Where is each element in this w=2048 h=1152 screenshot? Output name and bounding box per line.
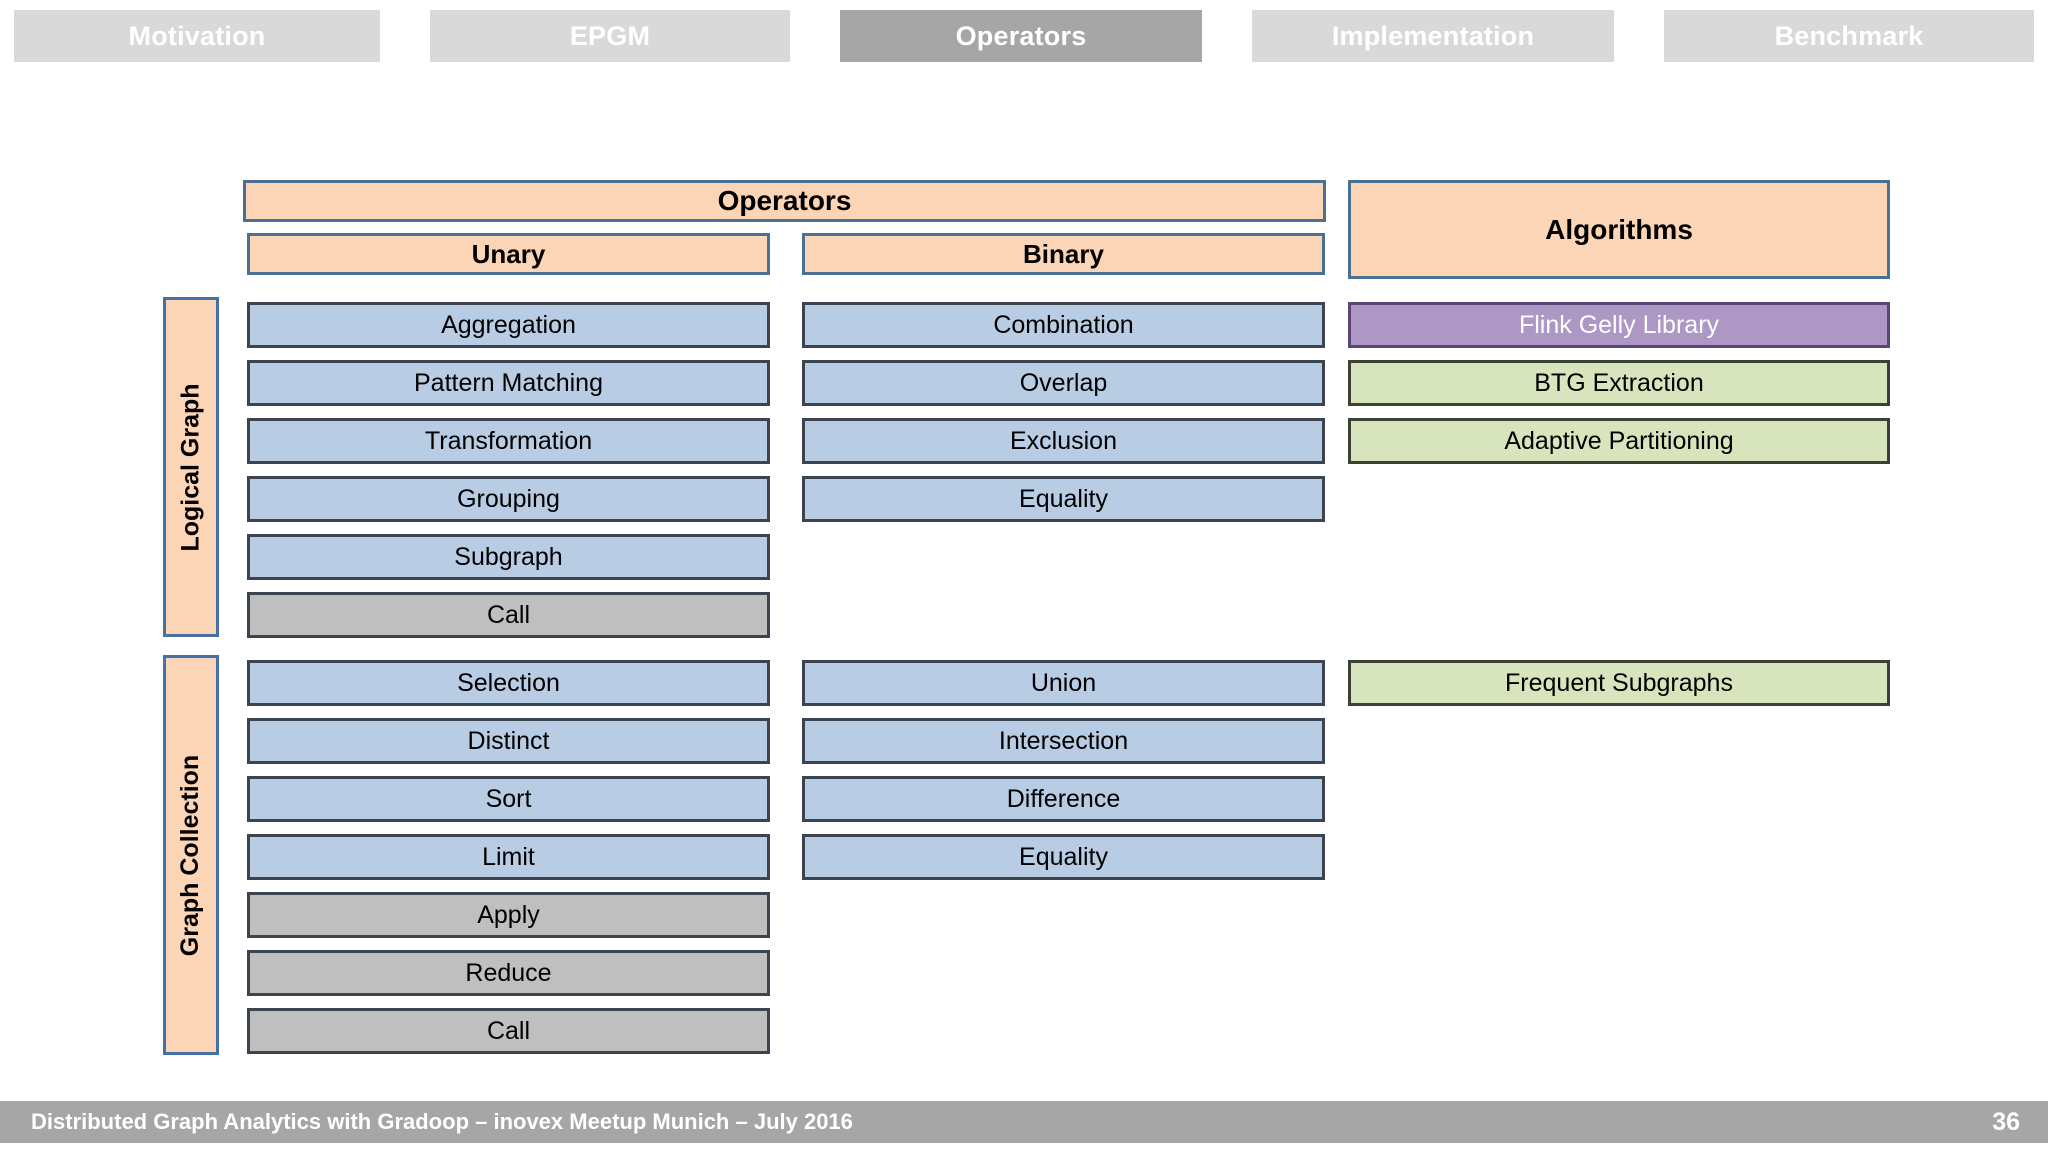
- operator-graph-collection-binary-intersection[interactable]: Intersection: [802, 718, 1325, 764]
- header-unary: Unary: [247, 233, 770, 275]
- group-label-text: Graph Collection: [176, 754, 205, 956]
- group-label-graph-collection: Graph Collection: [163, 655, 219, 1055]
- operator-graph-collection-binary-equality[interactable]: Equality: [802, 834, 1325, 880]
- slide-number: 36: [1992, 1107, 2020, 1136]
- algorithm-graph-collection-frequent-subgraphs[interactable]: Frequent Subgraphs: [1348, 660, 1890, 706]
- operator-logical-graph-unary-subgraph[interactable]: Subgraph: [247, 534, 770, 580]
- operator-graph-collection-unary-selection[interactable]: Selection: [247, 660, 770, 706]
- header-algorithms: Algorithms: [1348, 180, 1890, 279]
- operator-graph-collection-binary-difference[interactable]: Difference: [802, 776, 1325, 822]
- operator-graph-collection-unary-apply[interactable]: Apply: [247, 892, 770, 938]
- group-label-logical-graph: Logical Graph: [163, 297, 219, 637]
- algorithm-logical-graph-flink-gelly-library[interactable]: Flink Gelly Library: [1348, 302, 1890, 348]
- algorithm-logical-graph-btg-extraction[interactable]: BTG Extraction: [1348, 360, 1890, 406]
- nav-tab-benchmark[interactable]: Benchmark: [1664, 10, 2034, 62]
- operator-logical-graph-binary-exclusion[interactable]: Exclusion: [802, 418, 1325, 464]
- operator-logical-graph-binary-combination[interactable]: Combination: [802, 302, 1325, 348]
- slide-footer: Distributed Graph Analytics with Gradoop…: [0, 1101, 2048, 1143]
- footer-title: Distributed Graph Analytics with Gradoop…: [31, 1109, 853, 1134]
- section-nav: Motivation EPGM Operators Implementation Ben…: [0, 10, 2048, 62]
- operator-logical-graph-unary-transformation[interactable]: Transformation: [247, 418, 770, 464]
- operator-logical-graph-binary-overlap[interactable]: Overlap: [802, 360, 1325, 406]
- operator-graph-collection-binary-union[interactable]: Union: [802, 660, 1325, 706]
- operator-logical-graph-unary-call[interactable]: Call: [247, 592, 770, 638]
- group-label-text: Logical Graph: [176, 382, 205, 552]
- operator-logical-graph-binary-equality[interactable]: Equality: [802, 476, 1325, 522]
- nav-tab-epgm[interactable]: EPGM: [430, 10, 790, 62]
- nav-tab-motivation[interactable]: Motivation: [14, 10, 380, 62]
- header-operators: Operators: [243, 180, 1326, 222]
- operator-graph-collection-unary-distinct[interactable]: Distinct: [247, 718, 770, 764]
- operator-graph-collection-unary-call[interactable]: Call: [247, 1008, 770, 1054]
- operator-logical-graph-unary-aggregation[interactable]: Aggregation: [247, 302, 770, 348]
- operator-graph-collection-unary-limit[interactable]: Limit: [247, 834, 770, 880]
- operator-graph-collection-unary-reduce[interactable]: Reduce: [247, 950, 770, 996]
- operator-graph-collection-unary-sort[interactable]: Sort: [247, 776, 770, 822]
- nav-tab-operators[interactable]: Operators: [840, 10, 1202, 62]
- nav-tab-implementation[interactable]: Implementation: [1252, 10, 1614, 62]
- algorithm-logical-graph-adaptive-partitioning[interactable]: Adaptive Partitioning: [1348, 418, 1890, 464]
- header-binary: Binary: [802, 233, 1325, 275]
- operator-logical-graph-unary-grouping[interactable]: Grouping: [247, 476, 770, 522]
- operator-logical-graph-unary-pattern-matching[interactable]: Pattern Matching: [247, 360, 770, 406]
